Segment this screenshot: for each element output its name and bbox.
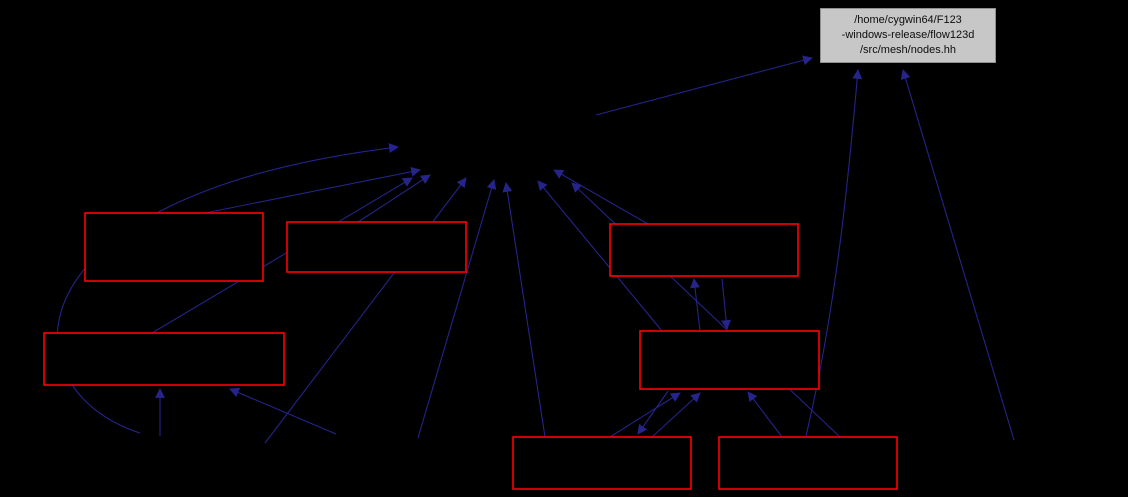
graph-edge [571, 182, 841, 438]
graph-node-c[interactable] [609, 223, 799, 277]
graph-edge [229, 387, 337, 435]
graph-edge [609, 392, 681, 438]
graph-edge [357, 174, 431, 223]
graph-edge [417, 179, 497, 439]
graph-node-a[interactable] [84, 212, 264, 282]
root-file-path-line: -windows-release/flow123d [841, 28, 975, 41]
root-file-path-line: /src/mesh/nodes.hh [860, 43, 956, 56]
graph-edge [553, 169, 649, 225]
graph-node-e[interactable] [639, 330, 820, 390]
graph-edges [56, 55, 1015, 444]
graph-edge [537, 180, 663, 332]
root-file-path-line: /home/cygwin64/F123 [854, 14, 962, 26]
graph-node-b[interactable] [286, 221, 467, 273]
graph-edge [56, 143, 399, 434]
graph-node-f[interactable] [512, 436, 692, 490]
graph-edge [690, 278, 701, 332]
graph-edge [651, 392, 701, 438]
graph-edge [721, 278, 732, 330]
graph-edge [595, 55, 813, 116]
root-file-node: /home/cygwin64/F123 -windows-release/flo… [820, 8, 996, 63]
graph-edge [637, 390, 669, 435]
graph-nodes [43, 212, 898, 490]
graph-edge [204, 166, 421, 214]
graph-edge [151, 177, 413, 334]
graph-edge [900, 69, 1015, 441]
graph-node-g[interactable] [718, 436, 898, 490]
graph-edge [502, 182, 546, 438]
graph-edge [747, 391, 783, 438]
graph-node-d[interactable] [43, 332, 285, 386]
